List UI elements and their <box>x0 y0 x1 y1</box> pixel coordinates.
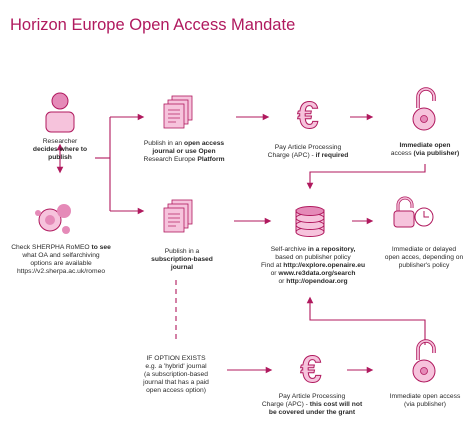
bold-fragment: http://opendoar.org <box>284 278 348 286</box>
euro-icon-top: € <box>297 95 319 138</box>
delayed-label: Immediate or delayed open acces, dependi… <box>384 246 464 270</box>
immediate-bottom-label: Immediate open access (via publisher) <box>389 393 461 409</box>
bold-fragment: open access <box>182 140 225 147</box>
open-lock-icon-top <box>412 87 436 131</box>
documents-icon-bottom <box>163 199 193 233</box>
self-archive-label: Self-archive in a repository, based on p… <box>260 246 366 286</box>
bold-fragment: to see <box>89 244 111 251</box>
bold-fragment: www.re3data.org/search <box>276 270 356 278</box>
option-label: IF OPTION EXISTS e.g. a 'hybrid' journal… <box>143 355 209 395</box>
documents-icon-top <box>163 95 193 129</box>
connectors <box>56 113 426 374</box>
euro-icon-bottom: € <box>300 349 322 392</box>
lock-clock-icon <box>393 196 434 228</box>
apc-bottom-label: Pay Article Processing Charge (APC) - th… <box>261 393 363 417</box>
bold-fragment: this cost will not <box>309 401 363 409</box>
bold-fragment: Platform <box>195 156 225 164</box>
apc-top-label: Pay Article Processing Charge (APC) - if… <box>267 144 349 160</box>
publish-sub-label: Publish in a subscription-based journal <box>151 248 213 272</box>
bold-fragment: if required <box>313 152 349 160</box>
database-icon <box>295 206 325 237</box>
open-lock-icon-bottom <box>412 339 436 383</box>
bold-fragment: http://explore.openaire.eu <box>281 262 366 270</box>
sherpa-romeo-icon <box>35 204 71 234</box>
publish-oa-label: Publish in an open access journal or use… <box>143 140 225 164</box>
arrow-immediate-to-self-archive <box>306 164 426 190</box>
immediate-top-label: Immediate open access (via publisher) <box>390 142 460 158</box>
researcher-icon <box>45 92 75 133</box>
bold-fragment: in a repository, <box>306 246 356 253</box>
page-title: Horizon Europe Open Access Mandate <box>10 16 296 34</box>
researcher-label: Researcher decides where to publish <box>32 138 88 162</box>
arrow-bottom-to-self-archive <box>306 296 426 345</box>
bold-fragment: (via publisher) <box>411 150 460 158</box>
svg-text:€: € <box>300 349 321 391</box>
sherpa-label: Check SHERPHA RoMEO to see what OA and s… <box>11 244 111 276</box>
svg-text:€: € <box>297 95 318 137</box>
